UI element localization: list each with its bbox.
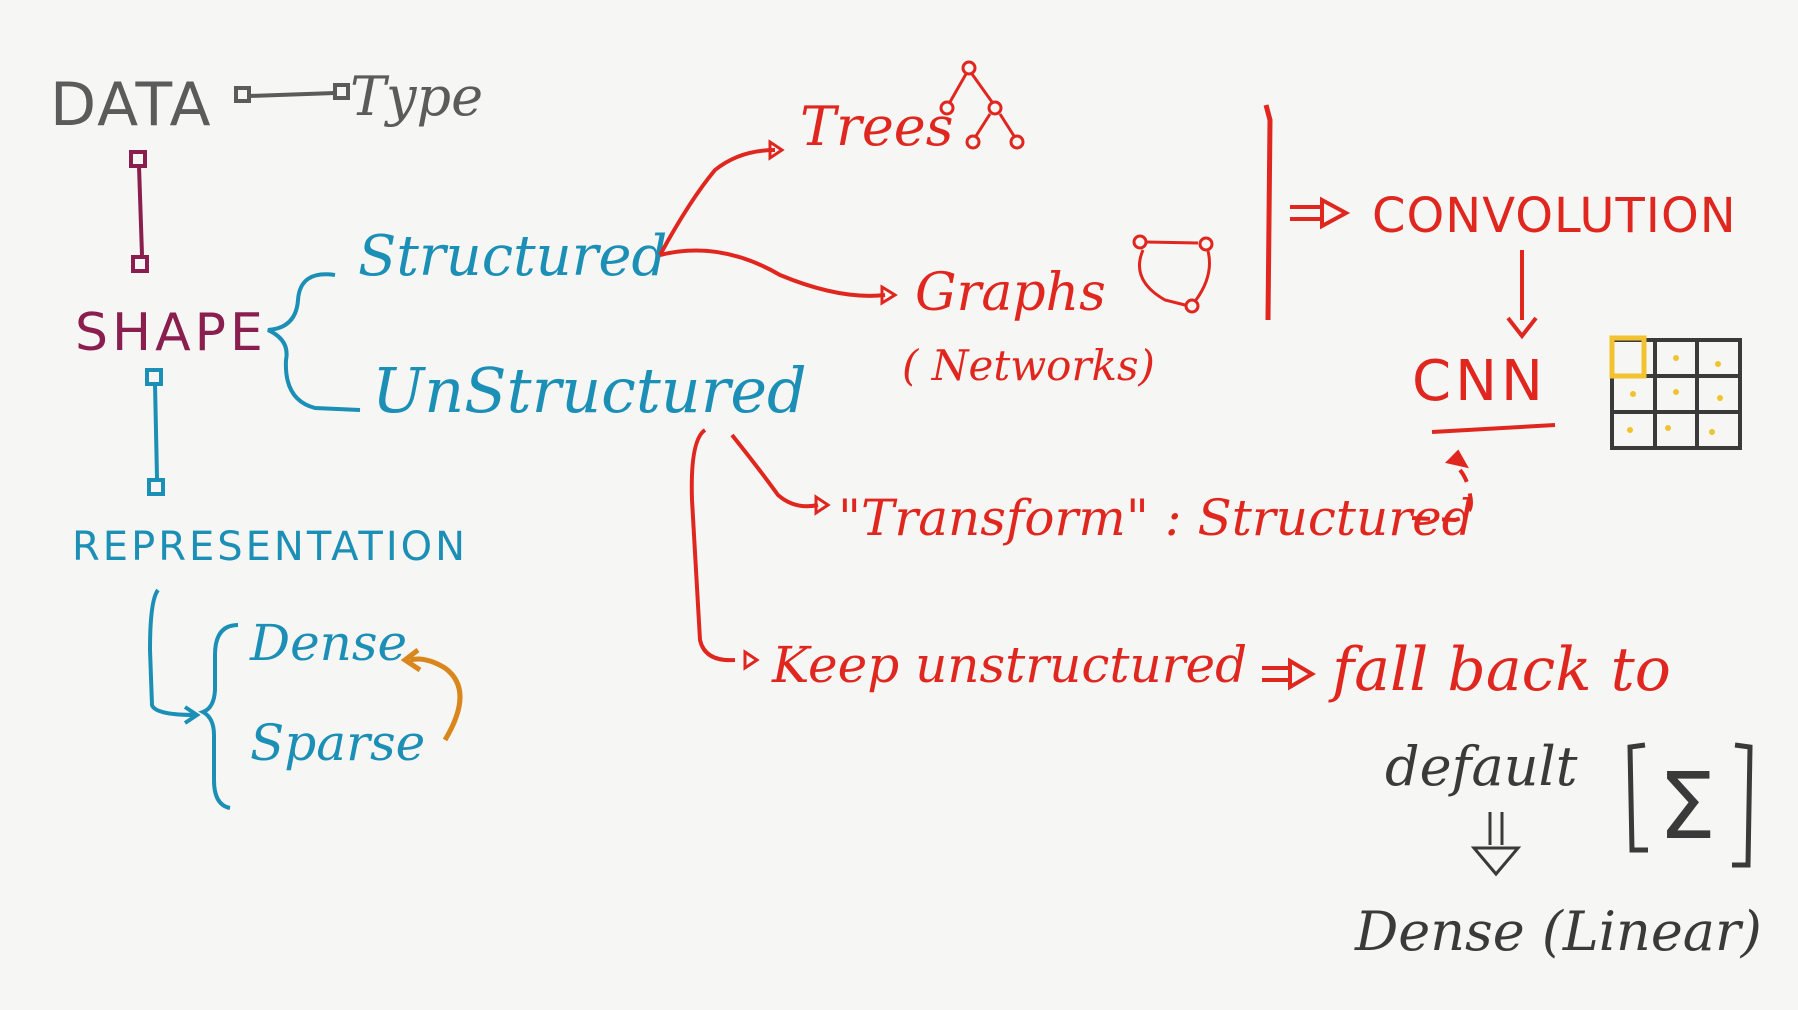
vertical-divider <box>1263 104 1273 321</box>
representation-branch-arrowhead <box>183 705 201 725</box>
data-type-connector <box>234 83 350 103</box>
fall-back-to-label: fall back to <box>1328 635 1671 705</box>
representation-branch-arrow <box>147 588 196 717</box>
data-label: DATA <box>50 70 213 140</box>
convolution-label: CONVOLUTION <box>1372 188 1737 244</box>
transform-to-cnn-arrowhead <box>1445 449 1469 469</box>
dense-label: Dense <box>249 614 407 672</box>
type-label: Type <box>350 65 483 128</box>
structured-label: Structured <box>358 224 667 289</box>
transform-label: "Transform" : Structured <box>838 489 1474 547</box>
structured-to-graphs-arrow <box>659 248 886 298</box>
implies-arrow-convolution <box>1290 196 1351 230</box>
transform-to-cnn-arrow <box>1411 468 1473 523</box>
convolution-to-cnn-arrow <box>1506 250 1538 340</box>
cnn-label: CNN <box>1412 349 1547 414</box>
default-implies-arrow <box>1470 812 1522 877</box>
sigma-bracket-icon <box>1627 742 1753 868</box>
default-label: default <box>1385 735 1578 798</box>
sparse-label: Sparse <box>250 714 425 772</box>
cnn-underline <box>1431 423 1556 434</box>
shape-brace <box>267 272 361 412</box>
data-shape-connector <box>129 150 149 273</box>
dense-sparse-brace <box>198 623 239 810</box>
sparse-to-dense-arrowhead <box>400 648 422 673</box>
sparse-to-dense-arrow <box>409 656 463 742</box>
sigma-symbol: Σ <box>1658 753 1716 860</box>
keep-unstructured-label: Keep unstructured <box>771 636 1247 694</box>
structured-to-trees-arrowhead <box>768 139 785 161</box>
shape-label: SHAPE <box>75 303 267 363</box>
structured-to-trees-arrow <box>658 148 776 256</box>
unstructured-label: UnStructured <box>372 354 807 427</box>
unstructured-to-keep-arrowhead <box>743 649 760 671</box>
dense-linear-label: Dense (Linear) <box>1354 900 1762 963</box>
structured-to-graphs-arrowhead <box>880 284 898 306</box>
tree-icon <box>939 60 1025 150</box>
trees-label: Trees <box>800 95 953 158</box>
unstructured-to-keep-arrow <box>689 428 736 663</box>
unstructured-to-transform-arrow <box>730 433 819 509</box>
implies-arrow-fallback <box>1262 657 1316 691</box>
graph-icon <box>1132 234 1214 314</box>
shape-representation-connector <box>145 368 165 496</box>
unstructured-to-transform-arrowhead <box>814 494 831 516</box>
graphs-label: Graphs <box>915 263 1106 323</box>
convolution-grid-icon <box>1609 335 1742 450</box>
networks-label: ( Networks) <box>902 341 1155 390</box>
representation-label: REPRESENTATION <box>72 524 468 570</box>
